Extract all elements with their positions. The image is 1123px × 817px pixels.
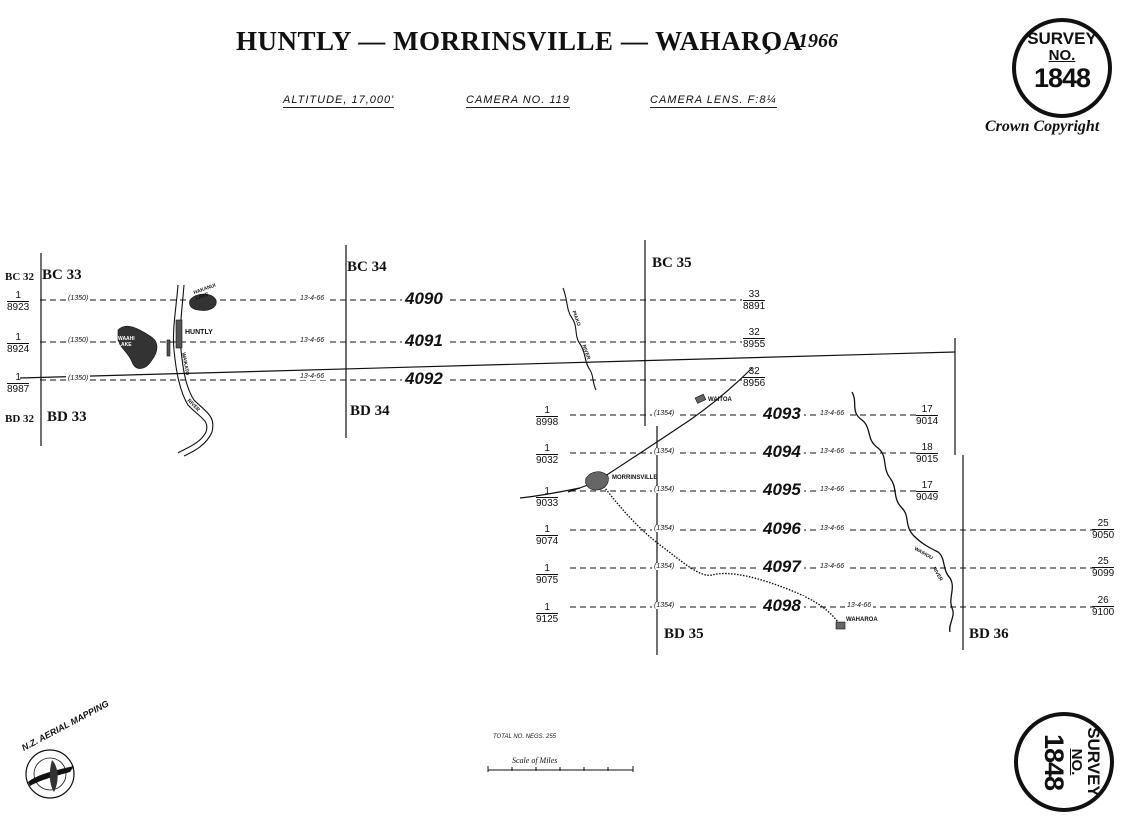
map-title: HUNTLY — MORRINSVILLE — WAHAROA: [236, 26, 803, 56]
run-number: 4095: [760, 480, 804, 500]
huntly-town: [166, 319, 183, 357]
camera-number-label: CAMERA NO. 119: [466, 94, 570, 108]
towns: [585, 393, 846, 630]
run-number: 4093: [760, 404, 804, 424]
place-waahi-lake: WAAHI LAKE: [118, 336, 135, 348]
stamp-no-word: NO.: [1068, 748, 1085, 776]
run-number: 4091: [402, 331, 446, 351]
run-code: (1350): [66, 375, 91, 382]
waihou-river: [851, 391, 954, 633]
stamp-number: 1848: [1033, 63, 1091, 93]
sheet-grid-lines: [19, 240, 964, 655]
sheet-label-bc35: BC 35: [652, 255, 692, 271]
sheet-label-bd34: BD 34: [350, 403, 390, 419]
stamp-no-word: NO.: [1048, 47, 1076, 64]
run-code: (1354): [652, 486, 677, 493]
run-code: (1350): [66, 337, 91, 344]
run-date: 13-4-66: [298, 373, 327, 380]
piako-river: [562, 287, 597, 391]
sheet-label-bc33: BC 33: [42, 267, 82, 283]
run-date: 13-4-66: [845, 602, 874, 609]
sheet-label-bd32: BD 32: [5, 413, 35, 425]
stamp-survey-word: SURVEY: [1084, 727, 1103, 797]
survey-year: 1966: [798, 30, 838, 52]
run-date: 13-4-66: [298, 337, 327, 344]
sheet-label-bc34: BC 34: [347, 259, 387, 275]
stamp-number: 1848: [1039, 733, 1069, 791]
run-number: 4096: [760, 519, 804, 539]
scale-label: Scale of Miles: [512, 756, 558, 765]
run-date: 13-4-66: [298, 295, 327, 302]
run-number: 4094: [760, 442, 804, 462]
place-morrinsville: MORRINSVILLE: [612, 475, 658, 481]
scale-bar: [487, 766, 634, 772]
crown-copyright: Crown Copyright: [985, 118, 1100, 135]
sheet-label-bd33: BD 33: [47, 409, 87, 425]
altitude-label: ALTITUDE, 17,000': [283, 94, 395, 108]
railway: [601, 483, 841, 626]
run-number: 4097: [760, 557, 804, 577]
run-number: 4090: [402, 289, 446, 309]
place-huntly: HUNTLY: [185, 329, 213, 336]
camera-lens-label: CAMERA LENS. F:8¼: [650, 94, 777, 108]
stamp-survey-word: SURVEY: [1027, 29, 1097, 48]
total-negatives: TOTAL NO. NEGS. 255: [493, 734, 557, 740]
run-date: 13-4-66: [818, 410, 847, 417]
run-date: 13-4-66: [818, 563, 847, 570]
run-code: (1354): [652, 602, 677, 609]
run-code: (1354): [652, 410, 677, 417]
survey-stamp-top: SURVEY NO. 1848: [1012, 18, 1112, 118]
place-waharoa: WAHAROA: [846, 617, 878, 623]
run-code: (1354): [652, 563, 677, 570]
place-waitoa: WAITOA: [708, 397, 732, 403]
run-date: 13-4-66: [818, 486, 847, 493]
aerial-mapping-logo-icon: [25, 749, 75, 799]
waikato-river: [172, 284, 214, 457]
run-code: (1350): [66, 295, 91, 302]
title-separator: ,: [765, 26, 773, 56]
survey-stamp-bottom: SURVEY NO. 1848: [1014, 712, 1114, 812]
lakes: [117, 293, 217, 369]
run-code: (1354): [652, 448, 677, 455]
run-code: (1354): [652, 525, 677, 532]
run-date: 13-4-66: [818, 448, 847, 455]
run-date: 13-4-66: [818, 525, 847, 532]
run-number: 4092: [402, 369, 446, 389]
sheet-label-bd35: BD 35: [664, 626, 704, 642]
sheet-label-bc32: BC 32: [5, 271, 35, 283]
run-number: 4098: [760, 596, 804, 616]
sheet-label-bd36: BD 36: [969, 626, 1009, 642]
